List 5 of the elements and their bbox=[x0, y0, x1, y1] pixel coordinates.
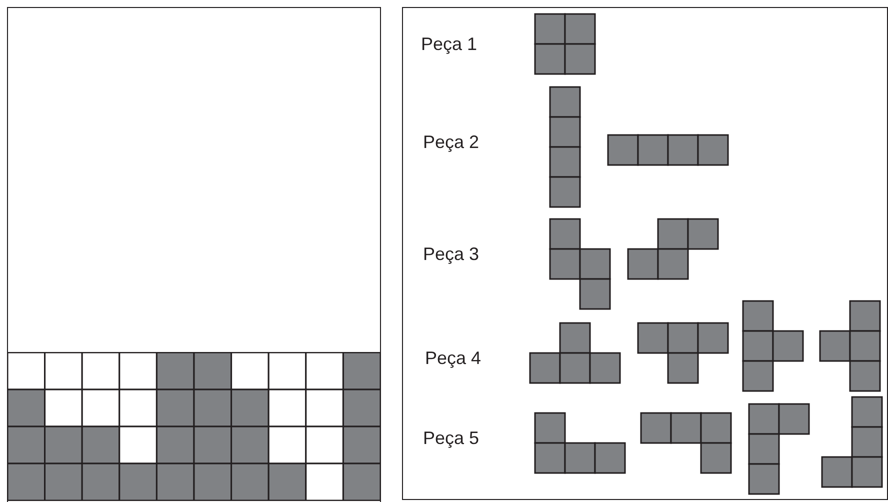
piece-label: Peça 2 bbox=[423, 131, 480, 154]
piece-label: Peça 1 bbox=[421, 33, 478, 56]
piece-label: Peça 4 bbox=[425, 347, 482, 370]
piece-label: Peça 3 bbox=[423, 243, 480, 266]
piece-label: Peça 5 bbox=[423, 427, 480, 450]
